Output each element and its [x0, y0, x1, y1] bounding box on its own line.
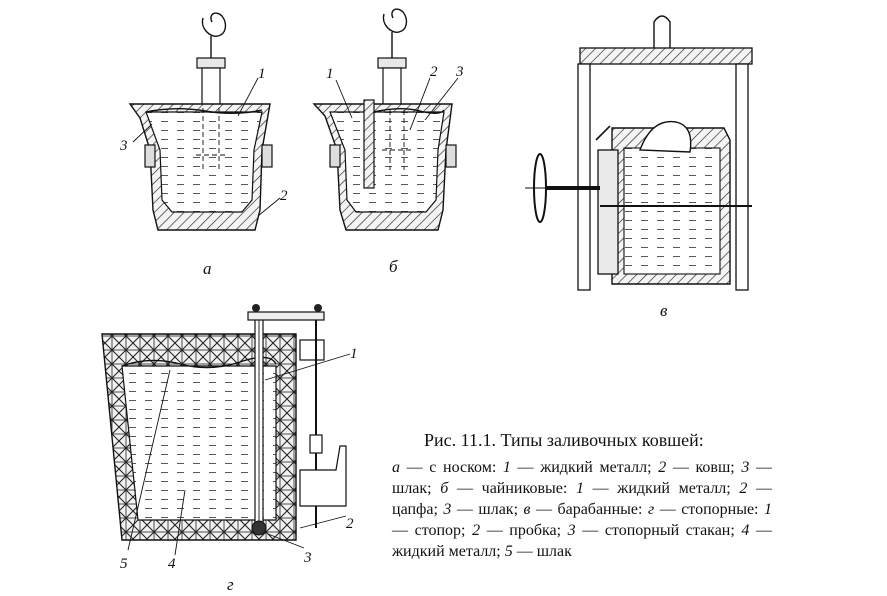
- figure-label-b: б: [389, 257, 398, 276]
- caption-segment: 1: [502, 459, 511, 476]
- label-b-2: 2: [430, 64, 438, 80]
- figure-caption: Рис. 11.1. Типы заливочных ковшей: а — с…: [392, 430, 772, 562]
- caption-segment: — пробка;: [480, 522, 568, 539]
- caption-segment: 5: [504, 543, 513, 560]
- ladle-a: 1 3 2 а: [119, 12, 288, 278]
- label-g-4: 4: [168, 556, 176, 572]
- label-b-3: 3: [455, 64, 464, 80]
- caption-segment: 3: [443, 501, 452, 518]
- caption-segment: а: [392, 459, 400, 476]
- label-g-1: 1: [350, 346, 358, 362]
- caption-body: а — с носком: 1 — жидкий металл; 2 — ков…: [392, 457, 772, 562]
- label-b-1: 1: [326, 66, 334, 82]
- caption-segment: — с носком:: [400, 459, 503, 476]
- figure-label-a: а: [203, 259, 212, 278]
- caption-segment: 3: [567, 522, 576, 539]
- caption-segment: — шлак;: [451, 501, 524, 518]
- caption-segment: 4: [741, 522, 750, 539]
- label-a-3: 3: [119, 138, 128, 154]
- caption-segment: б: [440, 480, 449, 497]
- label-g-3: 3: [303, 550, 312, 566]
- caption-segment: — жидкий металл;: [392, 522, 773, 560]
- caption-segment: 2: [739, 480, 748, 497]
- caption-segment: — стопорные:: [654, 501, 764, 518]
- figure-label-g: г: [227, 575, 234, 594]
- shackle-icon: [653, 15, 671, 48]
- caption-segment: — чайниковые:: [448, 480, 576, 497]
- label-g-5: 5: [120, 556, 128, 572]
- caption-title: Рис. 11.1. Типы заливочных ковшей:: [424, 430, 704, 450]
- caption-segment: — жидкий металл;: [583, 480, 740, 497]
- label-a-2: 2: [280, 188, 288, 204]
- ladle-g: 1 2 3 4 5 г: [101, 304, 358, 594]
- ladle-b: 1 2 3 б: [312, 8, 464, 276]
- caption-segment: — ковш;: [666, 459, 742, 476]
- caption-segment: 2: [658, 459, 667, 476]
- ladle-v: в: [525, 15, 753, 320]
- caption-segment: — цапфа;: [392, 480, 773, 518]
- caption-segment: — жидкий металл;: [510, 459, 659, 476]
- caption-segment: — стопор;: [392, 522, 473, 539]
- label-g-2: 2: [346, 516, 354, 532]
- caption-segment: 1: [764, 501, 772, 518]
- caption-segment: — шлак: [512, 543, 572, 560]
- caption-segment: г: [647, 501, 655, 518]
- caption-segment: 2: [472, 522, 481, 539]
- caption-segment: — шлак;: [392, 459, 773, 497]
- figure-label-v: в: [660, 301, 668, 320]
- caption-segment: 1: [575, 480, 584, 497]
- caption-segment: в: [523, 501, 531, 518]
- caption-segment: — барабанные:: [530, 501, 648, 518]
- hook-icon: [201, 12, 227, 37]
- caption-segment: — стопорный стакан;: [575, 522, 742, 539]
- label-a-1: 1: [258, 66, 266, 82]
- hook-icon: [382, 8, 408, 33]
- caption-segment: 3: [741, 459, 750, 476]
